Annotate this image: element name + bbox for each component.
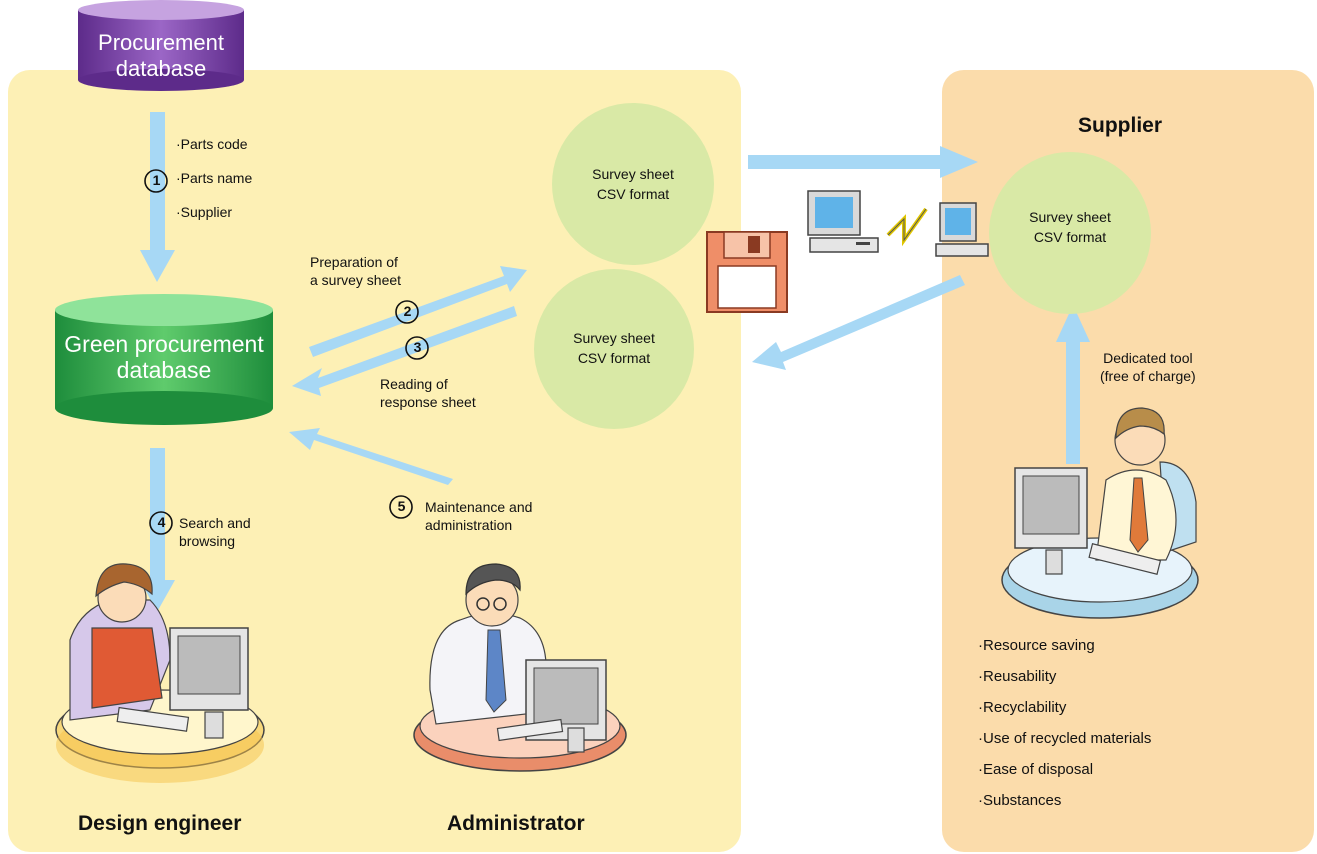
criteria-item: ·Reusability (978, 668, 1057, 685)
step5-label: Maintenance and administration (425, 498, 532, 534)
survey-supplier-line2: CSV format (1033, 229, 1107, 245)
survey-mid-text: Survey sheet CSV format (544, 328, 684, 368)
step5-label-line1: Maintenance and (425, 499, 533, 515)
procurement-database-icon (78, 0, 244, 91)
survey-circle-supplier (989, 152, 1151, 314)
step1-number-glyph: 1 (152, 172, 161, 188)
procurement-db-line1: Procurement (98, 30, 224, 55)
step4-label: Search and browsing (179, 514, 251, 550)
criteria-item: ·Resource saving (978, 637, 1095, 654)
step5-label-line2: administration (425, 517, 513, 533)
survey-top-text: Survey sheet CSV format (563, 164, 703, 204)
step4-label-line1: Search and (179, 515, 251, 531)
step2-label-line2: a survey sheet (310, 272, 402, 288)
step2-label: Preparation of a survey sheet (310, 253, 401, 289)
survey-circle-top (552, 103, 714, 265)
green-db-line1: Green procurement (64, 331, 264, 357)
step2-label-line1: Preparation of (310, 254, 398, 270)
green-database-label: Green procurement database (55, 331, 273, 383)
step3-label-line2: response sheet (380, 394, 476, 410)
criteria-item: ·Ease of disposal (978, 761, 1094, 778)
survey-mid-line1: Survey sheet (573, 330, 655, 346)
lightning-icon (886, 207, 928, 247)
step4-label-line2: browsing (179, 533, 236, 549)
supplier-illustration (1001, 407, 1199, 619)
design-engineer-illustration (55, 563, 265, 783)
green-db-line2: database (116, 357, 212, 383)
step3-label-line1: Reading of (380, 376, 448, 392)
step1-item-parts-name: ·Parts name (176, 170, 253, 186)
dedicated-tool-label: Dedicated tool (free of charge) (1100, 349, 1196, 385)
design-engineer-title: Design engineer (78, 812, 242, 835)
administrator-illustration (413, 563, 627, 772)
dedicated-tool-line1: Dedicated tool (1103, 350, 1193, 366)
survey-supplier-text: Survey sheet CSV format (1000, 207, 1140, 247)
step5-number-glyph: 5 (397, 498, 406, 514)
survey-mid-line2: CSV format (577, 350, 651, 366)
step3-number-glyph: 3 (413, 339, 422, 355)
procurement-database-label: Procurement database (78, 30, 244, 82)
step-number-circles (144, 169, 429, 535)
administrator-title: Administrator (447, 812, 585, 835)
supplier-criteria-list: ·Resource saving ·Reusability ·Recyclabi… (978, 630, 1151, 816)
supplier-title: Supplier (1078, 114, 1163, 137)
floppy-disk-icon (706, 231, 788, 313)
computer-icon-right (935, 202, 989, 257)
procurement-db-line2: database (115, 56, 207, 81)
criteria-item: ·Use of recycled materials (978, 730, 1152, 747)
criteria-item: ·Recyclability (978, 699, 1067, 716)
computer-icon-left (807, 190, 879, 253)
survey-circle-mid (534, 269, 694, 429)
dedicated-tool-line2: (free of charge) (1100, 368, 1196, 384)
step3-label: Reading of response sheet (380, 375, 476, 411)
step1-items: ·Parts code ·Parts name ·Supplier (176, 135, 252, 221)
step2-number-glyph: 2 (403, 303, 412, 319)
step4-number-glyph: 4 (157, 514, 166, 530)
criteria-item: ·Substances (978, 792, 1062, 809)
survey-supplier-line1: Survey sheet (1029, 209, 1111, 225)
survey-top-line1: Survey sheet (592, 166, 674, 182)
survey-top-line2: CSV format (596, 186, 670, 202)
step1-item-parts-code: ·Parts code (176, 136, 248, 152)
step1-item-supplier: ·Supplier (176, 204, 233, 220)
green-database-icon (55, 294, 273, 425)
